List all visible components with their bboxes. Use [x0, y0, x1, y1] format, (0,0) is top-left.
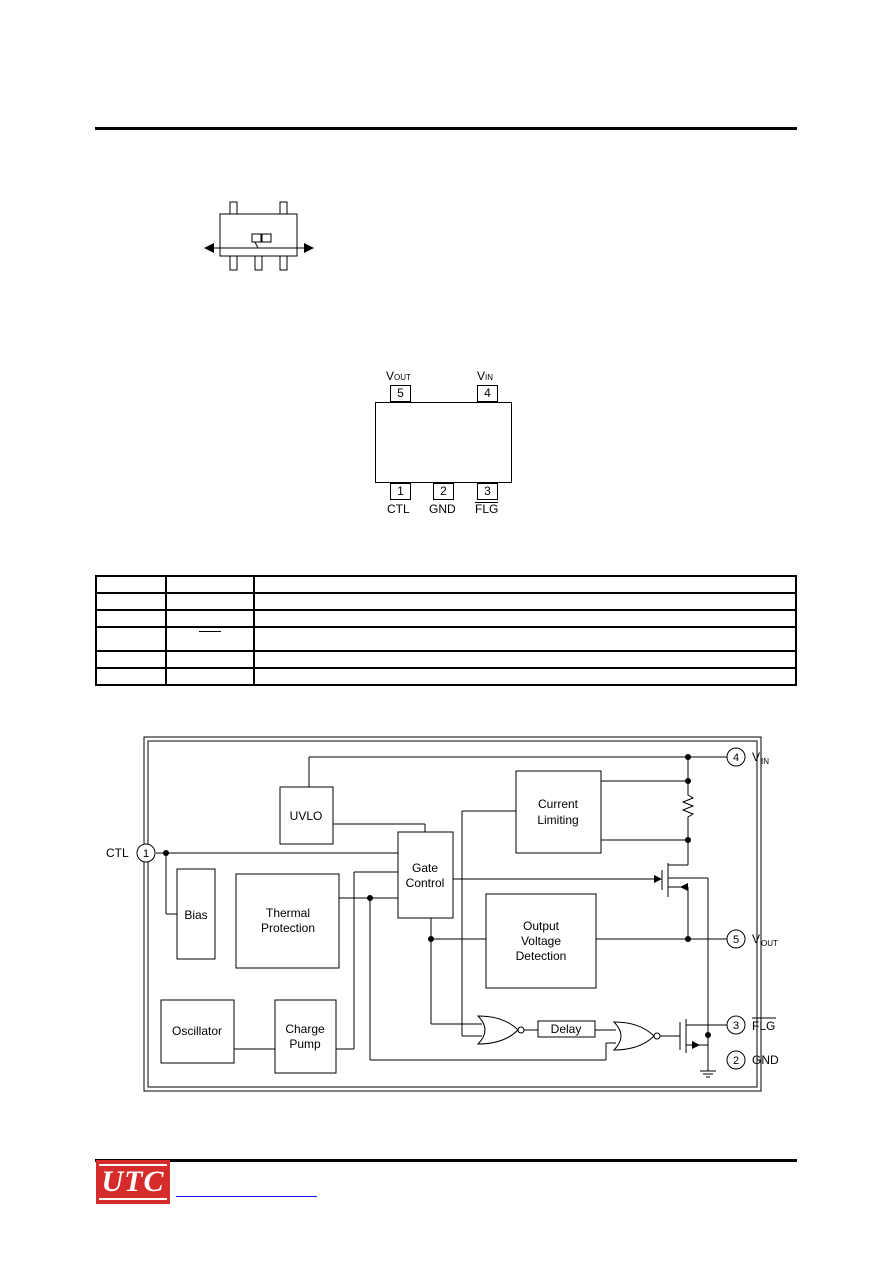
output-detect-label-1: Output	[523, 919, 560, 933]
pin-gnd: 2 GND	[726, 1050, 779, 1070]
pin-flg: 3 FLG	[726, 1015, 776, 1035]
overbar-mark	[199, 631, 221, 632]
thermal-protection-block	[235, 873, 340, 969]
gate-control-label-2: Control	[406, 876, 445, 890]
charge-pump-label-1: Charge	[285, 1022, 325, 1036]
svg-text:GND: GND	[752, 1053, 779, 1067]
svg-text:5: 5	[733, 934, 739, 946]
output-detect-label-3: Detection	[516, 949, 567, 963]
pin-description-table	[95, 575, 797, 686]
svg-text:IN: IN	[761, 757, 769, 766]
pin-label-flg: FLG	[475, 502, 499, 516]
pin-1-box: 1	[390, 483, 411, 500]
footer-rule	[95, 1159, 797, 1162]
table-row	[95, 609, 797, 628]
table-row	[95, 650, 797, 669]
footer-link[interactable]	[176, 1196, 317, 1197]
gate-control-label-1: Gate	[412, 861, 438, 875]
current-limiting-block	[515, 770, 602, 854]
svg-text:V: V	[752, 750, 760, 764]
delay-label: Delay	[551, 1022, 582, 1036]
thermal-label-1: Thermal	[266, 906, 310, 920]
bias-label: Bias	[184, 908, 207, 922]
oscillator-label: Oscillator	[172, 1024, 222, 1038]
utc-logo: UTC	[96, 1160, 170, 1204]
svg-text:1: 1	[143, 848, 149, 860]
pin-ctl: 1 CTL	[106, 843, 156, 863]
table-row	[95, 592, 797, 611]
output-detect-label-2: Voltage	[521, 934, 561, 948]
ic-body	[375, 402, 512, 483]
svg-text:CTL: CTL	[106, 846, 129, 860]
current-limiting-label-2: Limiting	[537, 813, 578, 827]
output-voltage-detection-block	[485, 893, 597, 989]
uvlo-label: UVLO	[290, 809, 323, 823]
svg-text:3: 3	[733, 1020, 739, 1032]
pin-configuration: VOUT VIN 5 4 1 2 3 CTL GND FLG	[370, 365, 530, 525]
charge-pump-label-2: Pump	[289, 1037, 321, 1051]
svg-text:2: 2	[733, 1055, 739, 1067]
gate-control-block	[397, 831, 454, 919]
pin-label-gnd: GND	[429, 502, 456, 516]
table-row	[95, 575, 797, 594]
pin-label-vout: VOUT	[386, 369, 411, 383]
svg-text:OUT: OUT	[761, 939, 778, 948]
header-rule	[95, 127, 797, 130]
pin-vin: 4 V IN	[726, 747, 769, 767]
thermal-label-2: Protection	[261, 921, 315, 935]
pin-5-box: 5	[390, 385, 411, 402]
svg-text:FLG: FLG	[752, 1019, 775, 1033]
pin-2-box: 2	[433, 483, 454, 500]
pin-4-box: 4	[477, 385, 498, 402]
table-row	[95, 667, 797, 686]
pin-label-vin: VIN	[477, 369, 494, 383]
svg-text:4: 4	[733, 752, 739, 764]
block-diagram: UVLO Current Limiting Gate Control Bias …	[106, 736, 779, 1092]
pin-vout: 5 V OUT	[726, 929, 778, 949]
delay-block	[537, 1020, 596, 1038]
oscillator-block	[160, 999, 235, 1064]
pin-label-ctl: CTL	[387, 502, 410, 516]
uvlo-block	[279, 786, 334, 845]
package-drawing	[204, 201, 314, 271]
charge-pump-block	[274, 999, 337, 1074]
svg-text:V: V	[752, 932, 760, 946]
table-row	[95, 626, 797, 652]
current-limiting-label-1: Current	[538, 797, 579, 811]
pin-3-box: 3	[477, 483, 498, 500]
